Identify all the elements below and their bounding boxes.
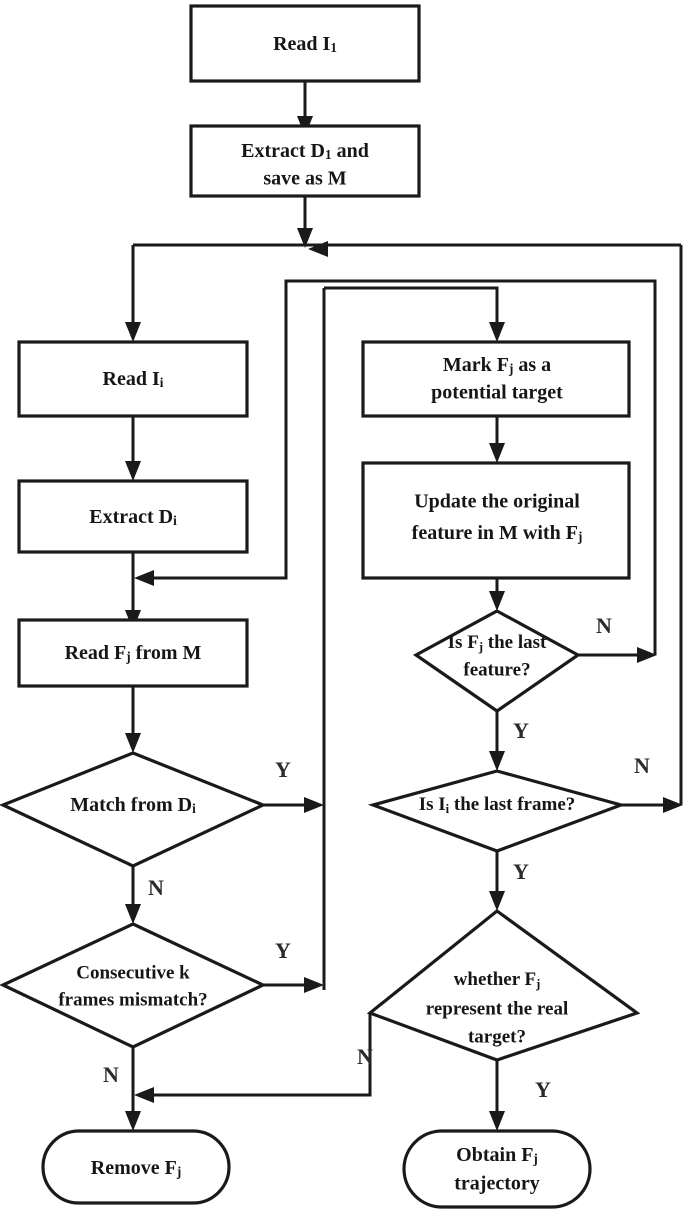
arrowhead-consecutive-yes [304, 977, 324, 993]
label-consecutive-yes: Y [275, 938, 291, 963]
decision-diamond[interactable] [412, 609, 582, 713]
arrowhead-read-ii-to-extract-di [125, 461, 141, 481]
node-is-fj-last-line2: feature? [463, 659, 530, 680]
node-update-feature[interactable]: Update the original feature in M with Fj [361, 461, 631, 580]
terminator-box[interactable] [41, 1129, 231, 1205]
node-whether-real[interactable]: whether Fj represent the real target? [366, 908, 641, 1062]
node-extract-di[interactable]: Extract Di [17, 479, 249, 554]
process-box[interactable] [189, 124, 421, 198]
label-ii-last-no: N [634, 753, 650, 778]
label-match-yes: Y [275, 757, 291, 782]
node-is-ii-last[interactable]: Is Ii the last frame? [367, 769, 627, 853]
node-whether-line2: represent the real [426, 998, 568, 1019]
node-consecutive-line2: frames mismatch? [58, 989, 207, 1010]
label-whether-yes: Y [535, 1077, 551, 1102]
arrowhead-fj-last-no-into-bus [637, 647, 657, 663]
node-consecutive-line1: Consecutive k [76, 962, 190, 983]
arrowhead-consecutive-no [125, 1111, 141, 1131]
arrowhead-whether-yes [489, 1111, 505, 1131]
node-extract-di-label: Extract Di [89, 506, 177, 528]
process-box[interactable] [17, 479, 249, 554]
node-read-i1[interactable]: Read I1 [189, 4, 421, 83]
arrowhead-bus-to-mark-fj [489, 322, 505, 342]
node-remove-fj-label: Remove Fj [91, 1157, 181, 1179]
decision-diamond[interactable] [0, 751, 268, 868]
node-consecutive-k[interactable]: Consecutive k frames mismatch? [0, 922, 267, 1049]
node-mark-fj-line2: potential target [431, 382, 563, 404]
arrowhead-bus-to-read-ii [125, 322, 141, 342]
node-extract-d1[interactable]: Extract D1 and save as M [189, 124, 421, 198]
label-fj-last-no: N [596, 613, 612, 638]
node-is-ii-last-label: Is Ii the last frame? [419, 794, 576, 815]
arrowhead-read-fj-to-match [125, 733, 141, 753]
node-update-line2: feature in M with Fj [412, 522, 583, 544]
node-read-ii[interactable]: Read Ii [17, 340, 249, 418]
connector-layer [125, 81, 683, 1131]
process-box[interactable] [361, 461, 631, 580]
node-mark-fj[interactable]: Mark Fj as a potential target [361, 340, 631, 418]
label-ii-last-yes: Y [513, 859, 529, 884]
node-extract-d1-line2: save as M [263, 168, 346, 190]
node-whether-line1: whether Fj [454, 969, 541, 990]
edge-whether-no-return [146, 1013, 372, 1097]
node-match-from-di[interactable]: Match from Di [0, 751, 268, 868]
node-read-fj-from-m[interactable]: Read Fj from M [17, 618, 249, 688]
process-box[interactable] [361, 340, 631, 418]
arrowhead-update-to-fj-last [489, 591, 505, 611]
node-obtain-traj[interactable]: Obtain Fj trajectory [402, 1129, 592, 1209]
node-is-fj-last-line1: Is Fj the last [448, 632, 547, 653]
arrowhead-match-yes [304, 797, 324, 813]
label-fj-last-yes: Y [513, 718, 529, 743]
arrowhead-extract-d1-bus [297, 228, 313, 248]
node-is-fj-last[interactable]: Is Fj the last feature? [412, 609, 582, 713]
node-read-i1-label: Read I1 [273, 33, 337, 55]
decision-diamond[interactable] [0, 922, 267, 1049]
terminator-box[interactable] [402, 1129, 592, 1209]
node-update-line1: Update the original [414, 491, 580, 513]
label-match-no: N [148, 875, 164, 900]
node-extract-d1-line1: Extract D1 and [241, 140, 369, 162]
arrowhead-mark-to-update [489, 443, 505, 463]
node-remove-fj[interactable]: Remove Fj [41, 1129, 231, 1205]
node-read-ii-label: Read Ii [103, 368, 164, 390]
node-match-label: Match from Di [70, 794, 196, 816]
arrowhead-ii-last-yes [489, 891, 505, 911]
process-box[interactable] [17, 340, 249, 418]
node-mark-fj-line1: Mark Fj as a [443, 354, 551, 376]
node-obtain-traj-line1: Obtain Fj [456, 1144, 538, 1166]
decision-diamond[interactable] [366, 908, 641, 1062]
decision-diamond[interactable] [367, 769, 627, 853]
node-read-fj-label: Read Fj from M [65, 642, 202, 664]
process-box[interactable] [17, 618, 249, 688]
arrowhead-whether-no-return [134, 1087, 154, 1103]
process-box[interactable] [189, 4, 421, 83]
branch-label-layer: Y N Y N N Y N Y N Y [103, 613, 650, 1102]
label-consecutive-no: N [103, 1062, 119, 1087]
node-whether-line3: target? [468, 1026, 526, 1047]
edge-bus-to-mark-fj [324, 286, 499, 330]
node-obtain-traj-line2: trajectory [454, 1173, 540, 1195]
label-whether-no: N [357, 1044, 373, 1069]
arrowhead-ii-last-no-return [308, 241, 328, 257]
edge-fj-last-no-return [145, 279, 657, 655]
arrowhead-ii-last-no-into-bus [663, 797, 683, 813]
arrowhead-fj-last-no-return [134, 570, 154, 586]
arrowhead-fj-last-yes [489, 751, 505, 771]
arrowhead-match-no [125, 904, 141, 924]
